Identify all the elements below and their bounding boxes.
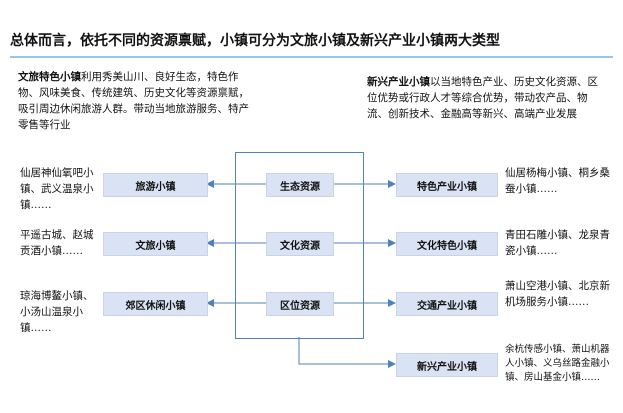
page-title: 总体而言，依托不同的资源禀赋，小镇可分为文旅小镇及新兴产业小镇两大类型: [10, 33, 500, 49]
left-description-heading: 文旅特色小镇: [18, 71, 81, 83]
left-box-suburban-leisure: 郊区休闲小镇: [103, 292, 208, 316]
right-examples-2: 青田石雕小镇、龙泉青瓷小镇……: [505, 229, 610, 257]
right-description: 新兴产业小镇以当地特色产业、历史文化资源、区位优势或行政人才等综合优势，带动农产…: [367, 74, 607, 122]
right-box-emerging-industry: 新兴产业小镇: [396, 353, 498, 377]
right-box-specialty-industry: 特色产业小镇: [396, 173, 498, 197]
center-box-culture: 文化资源: [266, 232, 334, 256]
arrow-to-right-4: [298, 337, 396, 368]
left-description-body: 利用秀美山川、良好生态，特色作物、风味美食、传统建筑、历史文化等资源禀赋，吸引周…: [18, 71, 249, 131]
right-examples-3: 萧山空港小镇、北京新机场服务小镇……: [505, 280, 610, 308]
left-description: 文旅特色小镇利用秀美山川、良好生态，特色作物、风味美食、传统建筑、历史文化等资源…: [18, 69, 250, 133]
right-box-cultural-specialty: 文化特色小镇: [396, 232, 498, 256]
left-examples-1: 仙居神仙氧吧小镇、武义温泉小镇……: [20, 167, 94, 211]
right-examples-1: 仙居杨梅小镇、桐乡桑蚕小镇……: [505, 167, 610, 195]
resource-group-frame: [235, 152, 364, 339]
center-box-location: 区位资源: [266, 292, 334, 316]
right-description-heading: 新兴产业小镇: [367, 76, 430, 88]
title-divider: [10, 56, 613, 58]
left-box-tourism: 旅游小镇: [103, 173, 208, 197]
left-examples-2: 平遥古城、赵城贡酒小镇……: [20, 229, 94, 257]
center-box-ecology: 生态资源: [266, 173, 334, 197]
right-examples-4: 余杭传感小镇、萧山机器人小镇、义乌丝路金融小镇、房山基金小镇……: [505, 344, 610, 383]
right-description-body: 以当地特色产业、历史文化资源、区位优势或行政人才等综合优势，带动农产品、物流、创…: [367, 76, 598, 120]
left-examples-3: 琼海博鳌小镇、小汤山温泉小镇……: [20, 290, 94, 334]
right-box-transport-industry: 交通产业小镇: [396, 292, 498, 316]
left-box-cultural-tourism: 文旅小镇: [103, 232, 208, 256]
